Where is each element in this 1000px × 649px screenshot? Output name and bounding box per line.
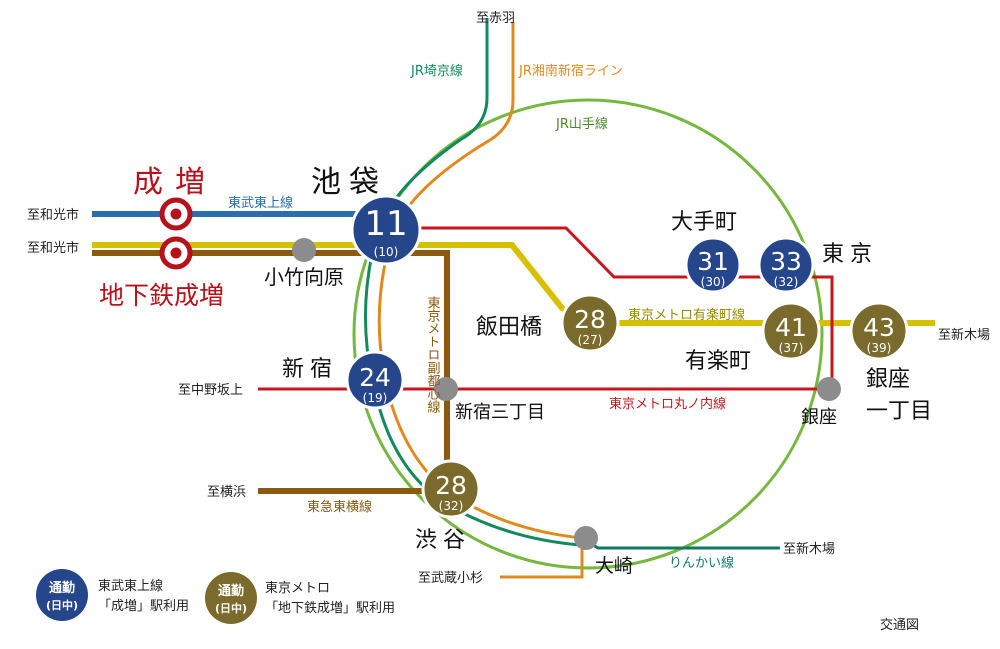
station-badge-yurakucho: 41 (37) xyxy=(761,301,821,361)
legend-tobu-text-line2: 「成増」駅利用 xyxy=(98,599,189,614)
line-label-yamanote: JR山手線 xyxy=(555,116,608,132)
station-badge-ginza-itchome: 43 (39) xyxy=(849,301,909,361)
otemachi-minutes-sub: (30) xyxy=(701,275,726,289)
legend-metro: 通勤 (日中) 東京メトロ 「地下鉄成増」駅利用 xyxy=(205,572,395,624)
line-label-rinkai: りんかい線 xyxy=(669,555,734,571)
shinjuku-minutes-sub: (19) xyxy=(363,391,388,405)
station-name-tokyo: 東京 xyxy=(822,242,878,267)
dest-wakoshi-tobu: 至和光市 xyxy=(27,207,79,223)
station-badge-tokyo: 33 (32) xyxy=(757,236,815,294)
legend-metro-badge-line1: 通勤 xyxy=(218,583,244,599)
shinjuku-minutes: 24 xyxy=(359,363,391,392)
station-badge-otemachi: 31 (30) xyxy=(684,236,742,294)
marunouchi-line-north xyxy=(414,226,834,386)
otemachi-minutes: 31 xyxy=(697,247,729,276)
rinkai-line xyxy=(581,536,780,550)
ikebukuro-minutes-sub: (10) xyxy=(374,245,399,259)
tokyo-minutes-sub: (32) xyxy=(774,275,799,289)
station-dot-shinjuku-sanchome xyxy=(434,377,458,401)
dest-wakoshi-metro: 至和光市 xyxy=(27,240,79,256)
line-label-saikyo: JR埼京線 xyxy=(410,63,463,79)
shibuya-minutes-sub: (32) xyxy=(439,499,464,513)
station-badge-shinjuku: 24 (19) xyxy=(345,350,405,410)
legend-metro-badge-line2: (日中) xyxy=(215,601,247,615)
station-name-osaki: 大崎 xyxy=(595,555,633,577)
caption: 交通図 xyxy=(880,617,919,633)
yurakucho-minutes: 41 xyxy=(775,313,807,342)
dest-shinkiba-yurakucho: 至新木場 xyxy=(938,327,990,343)
legend-metro-text-line2: 「地下鉄成増」駅利用 xyxy=(265,601,395,616)
station-name-ginza-itchome-line2: 一丁目 xyxy=(866,399,932,424)
station-ring-chikatetsu-narimasu-core xyxy=(170,247,182,259)
station-badge-ikebukuro: 11 (10) xyxy=(350,194,422,266)
station-name-shibuya: 渋谷 xyxy=(415,528,471,553)
legend-tobu: 通勤 (日中) 東武東上線 「成増」駅利用 xyxy=(36,569,189,621)
dest-musashikosugi: 至武蔵小杉 xyxy=(418,571,483,586)
station-ring-narimasu-core xyxy=(170,208,182,220)
station-name-ginza: 銀座 xyxy=(801,407,837,428)
iidabashi-minutes: 28 xyxy=(574,305,606,334)
station-name-chikatetsu-narimasu: 地下鉄成増 xyxy=(99,281,224,310)
yurakucho-line-east xyxy=(420,242,935,326)
station-name-shinjuku-sanchome: 新宿三丁目 xyxy=(455,402,545,423)
legend-tobu-badge-line2: (日中) xyxy=(46,598,78,612)
station-dot-osaki xyxy=(574,526,598,550)
legend-tobu-text-line1: 東武東上線 xyxy=(98,578,163,594)
legend-tobu-badge xyxy=(36,569,88,621)
dest-akabane: 至赤羽 xyxy=(476,11,515,26)
dest-shinkiba-rinkai: 至新木場 xyxy=(783,541,835,557)
station-name-ikebukuro: 池袋 xyxy=(311,165,387,200)
iidabashi-minutes-sub: (27) xyxy=(578,333,603,347)
saikyo-line xyxy=(364,18,582,548)
shibuya-minutes: 28 xyxy=(435,471,467,500)
line-label-marunouchi: 東京メトロ丸ノ内線 xyxy=(609,396,726,412)
station-dot-ginza xyxy=(817,377,841,401)
station-name-narimasu: 成増 xyxy=(133,165,217,200)
ikebukuro-minutes: 11 xyxy=(364,204,407,244)
station-name-otemachi: 大手町 xyxy=(671,210,737,235)
line-label-shonan: JR湘南新宿ライン xyxy=(518,63,623,79)
tokyo-minutes: 33 xyxy=(770,247,802,276)
station-badge-iidabashi: 28 (27) xyxy=(560,293,620,353)
legend-tobu-badge-line1: 通勤 xyxy=(49,580,75,596)
ginza-itchome-minutes: 43 xyxy=(863,313,895,342)
line-label-fukutoshin: 東京メトロ副都心線 xyxy=(425,295,441,413)
line-label-yurakucho: 東京メトロ有楽町線 xyxy=(628,307,745,323)
station-name-kotakemukaihara: 小竹向原 xyxy=(264,265,344,289)
shonan-shinjuku-line xyxy=(377,22,583,540)
ginza-itchome-minutes-sub: (39) xyxy=(867,341,892,355)
yamanote-line-loop xyxy=(352,98,824,570)
line-label-tokyu-toyoko: 東急東横線 xyxy=(307,499,372,515)
station-name-ginza-itchome-line1: 銀座 xyxy=(866,367,910,392)
station-name-yurakucho: 有楽町 xyxy=(685,349,751,374)
dest-nakanosakaue: 至中野坂上 xyxy=(178,383,243,398)
line-label-tobu-tojo: 東武東上線 xyxy=(228,195,293,211)
station-name-iidabashi: 飯田橋 xyxy=(476,315,542,340)
station-dot-kotakemukaihara xyxy=(292,238,316,262)
station-name-shinjuku: 新宿 xyxy=(282,357,338,382)
dest-yokohama: 至横浜 xyxy=(207,485,246,500)
legend-metro-badge xyxy=(205,572,257,624)
shonan-to-musashikosugi xyxy=(500,538,584,579)
yurakucho-minutes-sub: (37) xyxy=(779,341,804,355)
legend-metro-text-line1: 東京メトロ xyxy=(265,580,330,596)
station-badge-shibuya: 28 (32) xyxy=(421,459,481,519)
